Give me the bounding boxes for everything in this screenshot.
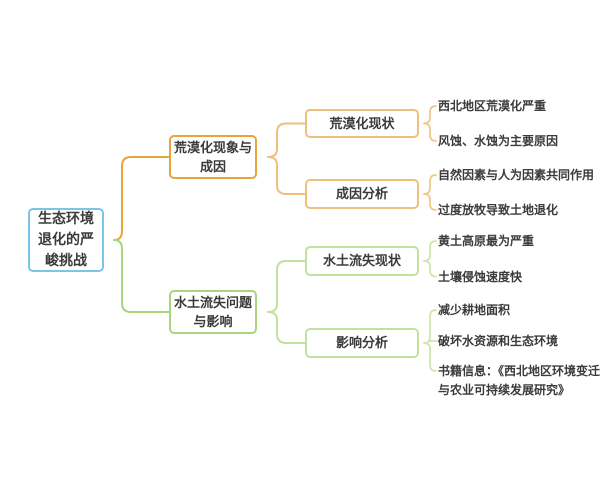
- leaf-node-book-info[interactable]: 书籍信息：《西北地区环境变迁与农业可持续发展研究》: [438, 364, 600, 397]
- leaf-node[interactable]: 西北地区荒漠化严重: [438, 99, 547, 113]
- branch-node-soil-erosion[interactable]: 水土流失问题与影响: [169, 290, 257, 334]
- leaf-node[interactable]: 土壤侵蚀速度快: [438, 269, 523, 284]
- root-branch-brace: [113, 156, 170, 313]
- branch2-sub-brace: [267, 260, 306, 344]
- sub11-leaf-brace: [423, 105, 437, 142]
- branch1-sub-brace: [267, 122, 306, 195]
- sub22-leaf-brace: [423, 309, 438, 372]
- sub-node-desertification-status[interactable]: 荒漠化现状: [305, 109, 419, 138]
- sub12-leaf-brace: [423, 174, 437, 211]
- sub-node-cause-analysis[interactable]: 成因分析: [305, 179, 419, 209]
- sub21-leaf-brace: [423, 240, 437, 278]
- root-node[interactable]: 生态环境退化的严峻挑战: [28, 208, 104, 272]
- leaf-node[interactable]: 黄土高原最为严重: [438, 234, 535, 248]
- leaf-node[interactable]: 过度放牧导致土地退化: [438, 203, 559, 217]
- leaf-node[interactable]: 减少耕地面积: [438, 303, 511, 317]
- sub-node-impact-analysis[interactable]: 影响分析: [305, 328, 419, 358]
- leaf-node[interactable]: 风蚀、水蚀为主要原因: [438, 134, 559, 148]
- leaf-node[interactable]: 破坏水资源和生态环境: [438, 334, 559, 348]
- leaf-node[interactable]: 自然因素与人为因素共同作用: [438, 168, 595, 182]
- branch-node-desertification[interactable]: 荒漠化现象与成因: [169, 135, 257, 179]
- sub-node-erosion-status[interactable]: 水土流失现状: [305, 246, 419, 276]
